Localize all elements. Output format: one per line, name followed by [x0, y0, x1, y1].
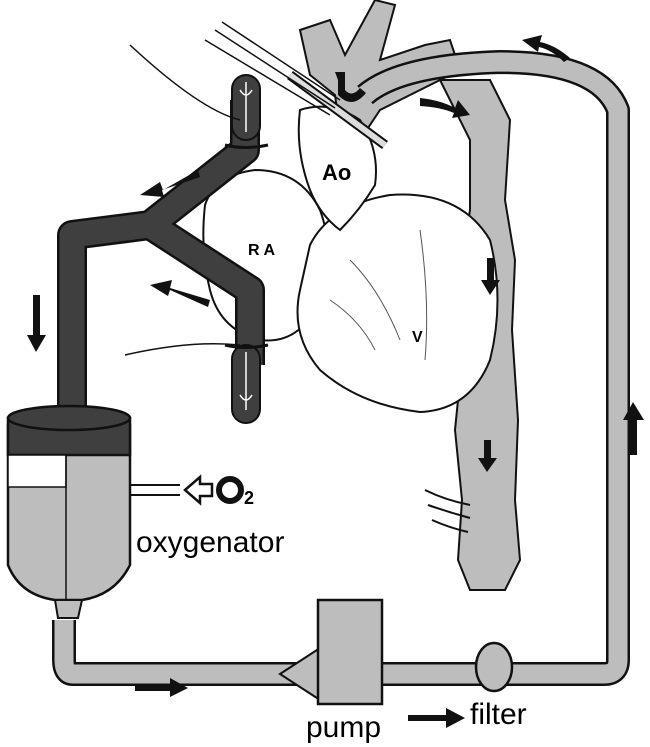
heart	[202, 105, 499, 414]
arrow-left-upper-icon	[140, 170, 200, 197]
arrow-right-bottom-mid-icon	[408, 708, 465, 728]
pump-body	[316, 598, 384, 706]
label-aorta: Ao	[322, 160, 351, 185]
arrow-u-turn-icon	[335, 72, 366, 103]
venous-line-frame	[57, 100, 265, 410]
label-filter: filter	[470, 698, 527, 731]
filter-chamber	[474, 641, 514, 693]
purse-string-ties	[224, 143, 269, 349]
label-oxygen-subscript: 2	[244, 488, 254, 508]
ventricle	[296, 193, 499, 414]
label-oxygenator: oxygenator	[136, 526, 284, 559]
pump-inlet-cone	[278, 646, 321, 702]
pump-unit	[278, 598, 384, 706]
cannula-holes	[239, 82, 253, 410]
tourniquet-lines	[124, 44, 241, 356]
arrow-down-aorta-upper-icon	[481, 258, 500, 295]
oxygenator-window	[7, 454, 67, 488]
oxygen-inlet-arrow-icon	[183, 474, 214, 506]
arrow-right-bottom-left-icon	[135, 678, 188, 697]
label-right-atrium: RA	[248, 242, 279, 259]
heart-surface-lines	[329, 229, 428, 361]
intercostal-branches	[424, 489, 471, 533]
cannula-suture-lines	[204, 21, 341, 116]
oxygen-ring	[216, 476, 244, 504]
arrow-up-right-icon	[623, 402, 644, 455]
venous-drainage-tubing	[57, 44, 269, 424]
aortic-cannula-fill	[288, 72, 387, 148]
oxygenator-outlet-funnel	[53, 599, 84, 619]
arterial-return-line-fill	[54, 52, 628, 684]
label-oxygen-symbol: O	[219, 473, 244, 509]
label-ventricle: V	[412, 329, 423, 346]
flow-arrows	[27, 35, 644, 728]
arrow-arch-top-icon	[522, 35, 570, 62]
arrow-arch-right-icon	[420, 98, 470, 118]
gas-inlet-line	[130, 484, 180, 496]
label-pump: pump	[306, 711, 381, 744]
arrow-down-aorta-lower-icon	[478, 440, 497, 472]
arrow-left-lower-icon	[150, 280, 210, 307]
arrow-down-left-icon	[27, 295, 46, 352]
oxygenator-unit	[6, 404, 180, 619]
oxygenator-lid	[6, 404, 132, 432]
